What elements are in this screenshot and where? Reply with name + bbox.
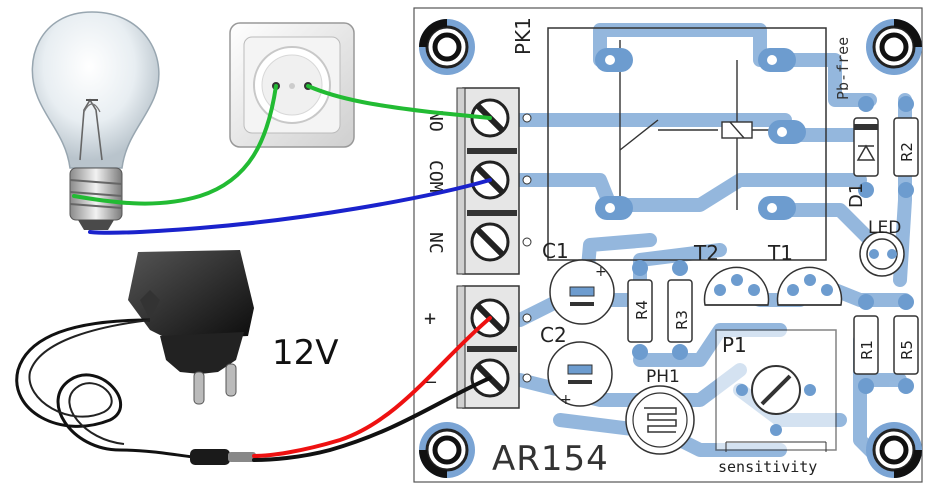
wire-blue-com-to-bulb xyxy=(88,178,492,235)
capacitor-c1: + xyxy=(549,259,615,325)
voltage-label: 12V xyxy=(272,333,339,373)
wire-red-plus xyxy=(252,316,492,458)
capacitor-c2: + xyxy=(547,341,613,408)
power-adapter xyxy=(15,250,256,465)
r5-label: R5 xyxy=(898,340,916,360)
wire-green-socket-to-bulb xyxy=(72,84,278,206)
relay-pk1: PK1 xyxy=(511,17,827,261)
resistor-r4: R4 xyxy=(627,260,653,360)
sensitivity-label: sensitivity xyxy=(718,458,817,476)
light-bulb xyxy=(31,11,160,230)
svg-text:+: + xyxy=(560,392,572,408)
c1-label: C1 xyxy=(542,239,569,263)
c2-label: C2 xyxy=(540,323,567,347)
r1-label: R1 xyxy=(858,340,876,360)
resistor-r5: R5 xyxy=(893,294,919,394)
terminal-screw-nc xyxy=(470,222,510,262)
wire-black-minus xyxy=(252,376,492,462)
r4-label: R4 xyxy=(633,300,651,320)
transistor-t1 xyxy=(776,266,843,306)
d1-label: D1 xyxy=(846,183,867,208)
p1-label: P1 xyxy=(722,333,747,357)
t1-label: T1 xyxy=(767,241,793,265)
resistor-r2: R2 xyxy=(893,96,919,198)
terminal-label-plus: + xyxy=(424,306,436,330)
diode-d1 xyxy=(853,96,879,198)
transistor-t2 xyxy=(703,266,770,306)
pcb-board: PK1 Pb-free xyxy=(413,7,923,483)
potentiometer-p1 xyxy=(715,329,837,452)
r3-label: R3 xyxy=(673,310,691,330)
terminal-label-nc: NC xyxy=(425,232,446,254)
svg-text:+: + xyxy=(595,264,607,280)
wire-green-socket-to-no xyxy=(306,84,492,120)
terminal-label-com: COM xyxy=(425,160,446,193)
resistor-r3: R3 xyxy=(667,260,693,360)
wires xyxy=(72,84,492,462)
mounting-holes xyxy=(419,19,922,478)
board-name: AR154 xyxy=(492,439,609,479)
t2-label: T2 xyxy=(693,241,719,265)
r2-label: R2 xyxy=(898,142,916,162)
photoresistor-ph1 xyxy=(625,385,695,455)
relay-label: PK1 xyxy=(511,17,535,55)
wall-socket xyxy=(229,22,355,148)
resistor-r1: R1 xyxy=(853,294,879,394)
ph1-label: PH1 xyxy=(646,367,680,387)
pb-free-label: Pb-free xyxy=(834,37,852,100)
led-label: LED xyxy=(868,218,901,238)
terminal-label-no: NO xyxy=(425,110,446,132)
led xyxy=(859,231,905,277)
